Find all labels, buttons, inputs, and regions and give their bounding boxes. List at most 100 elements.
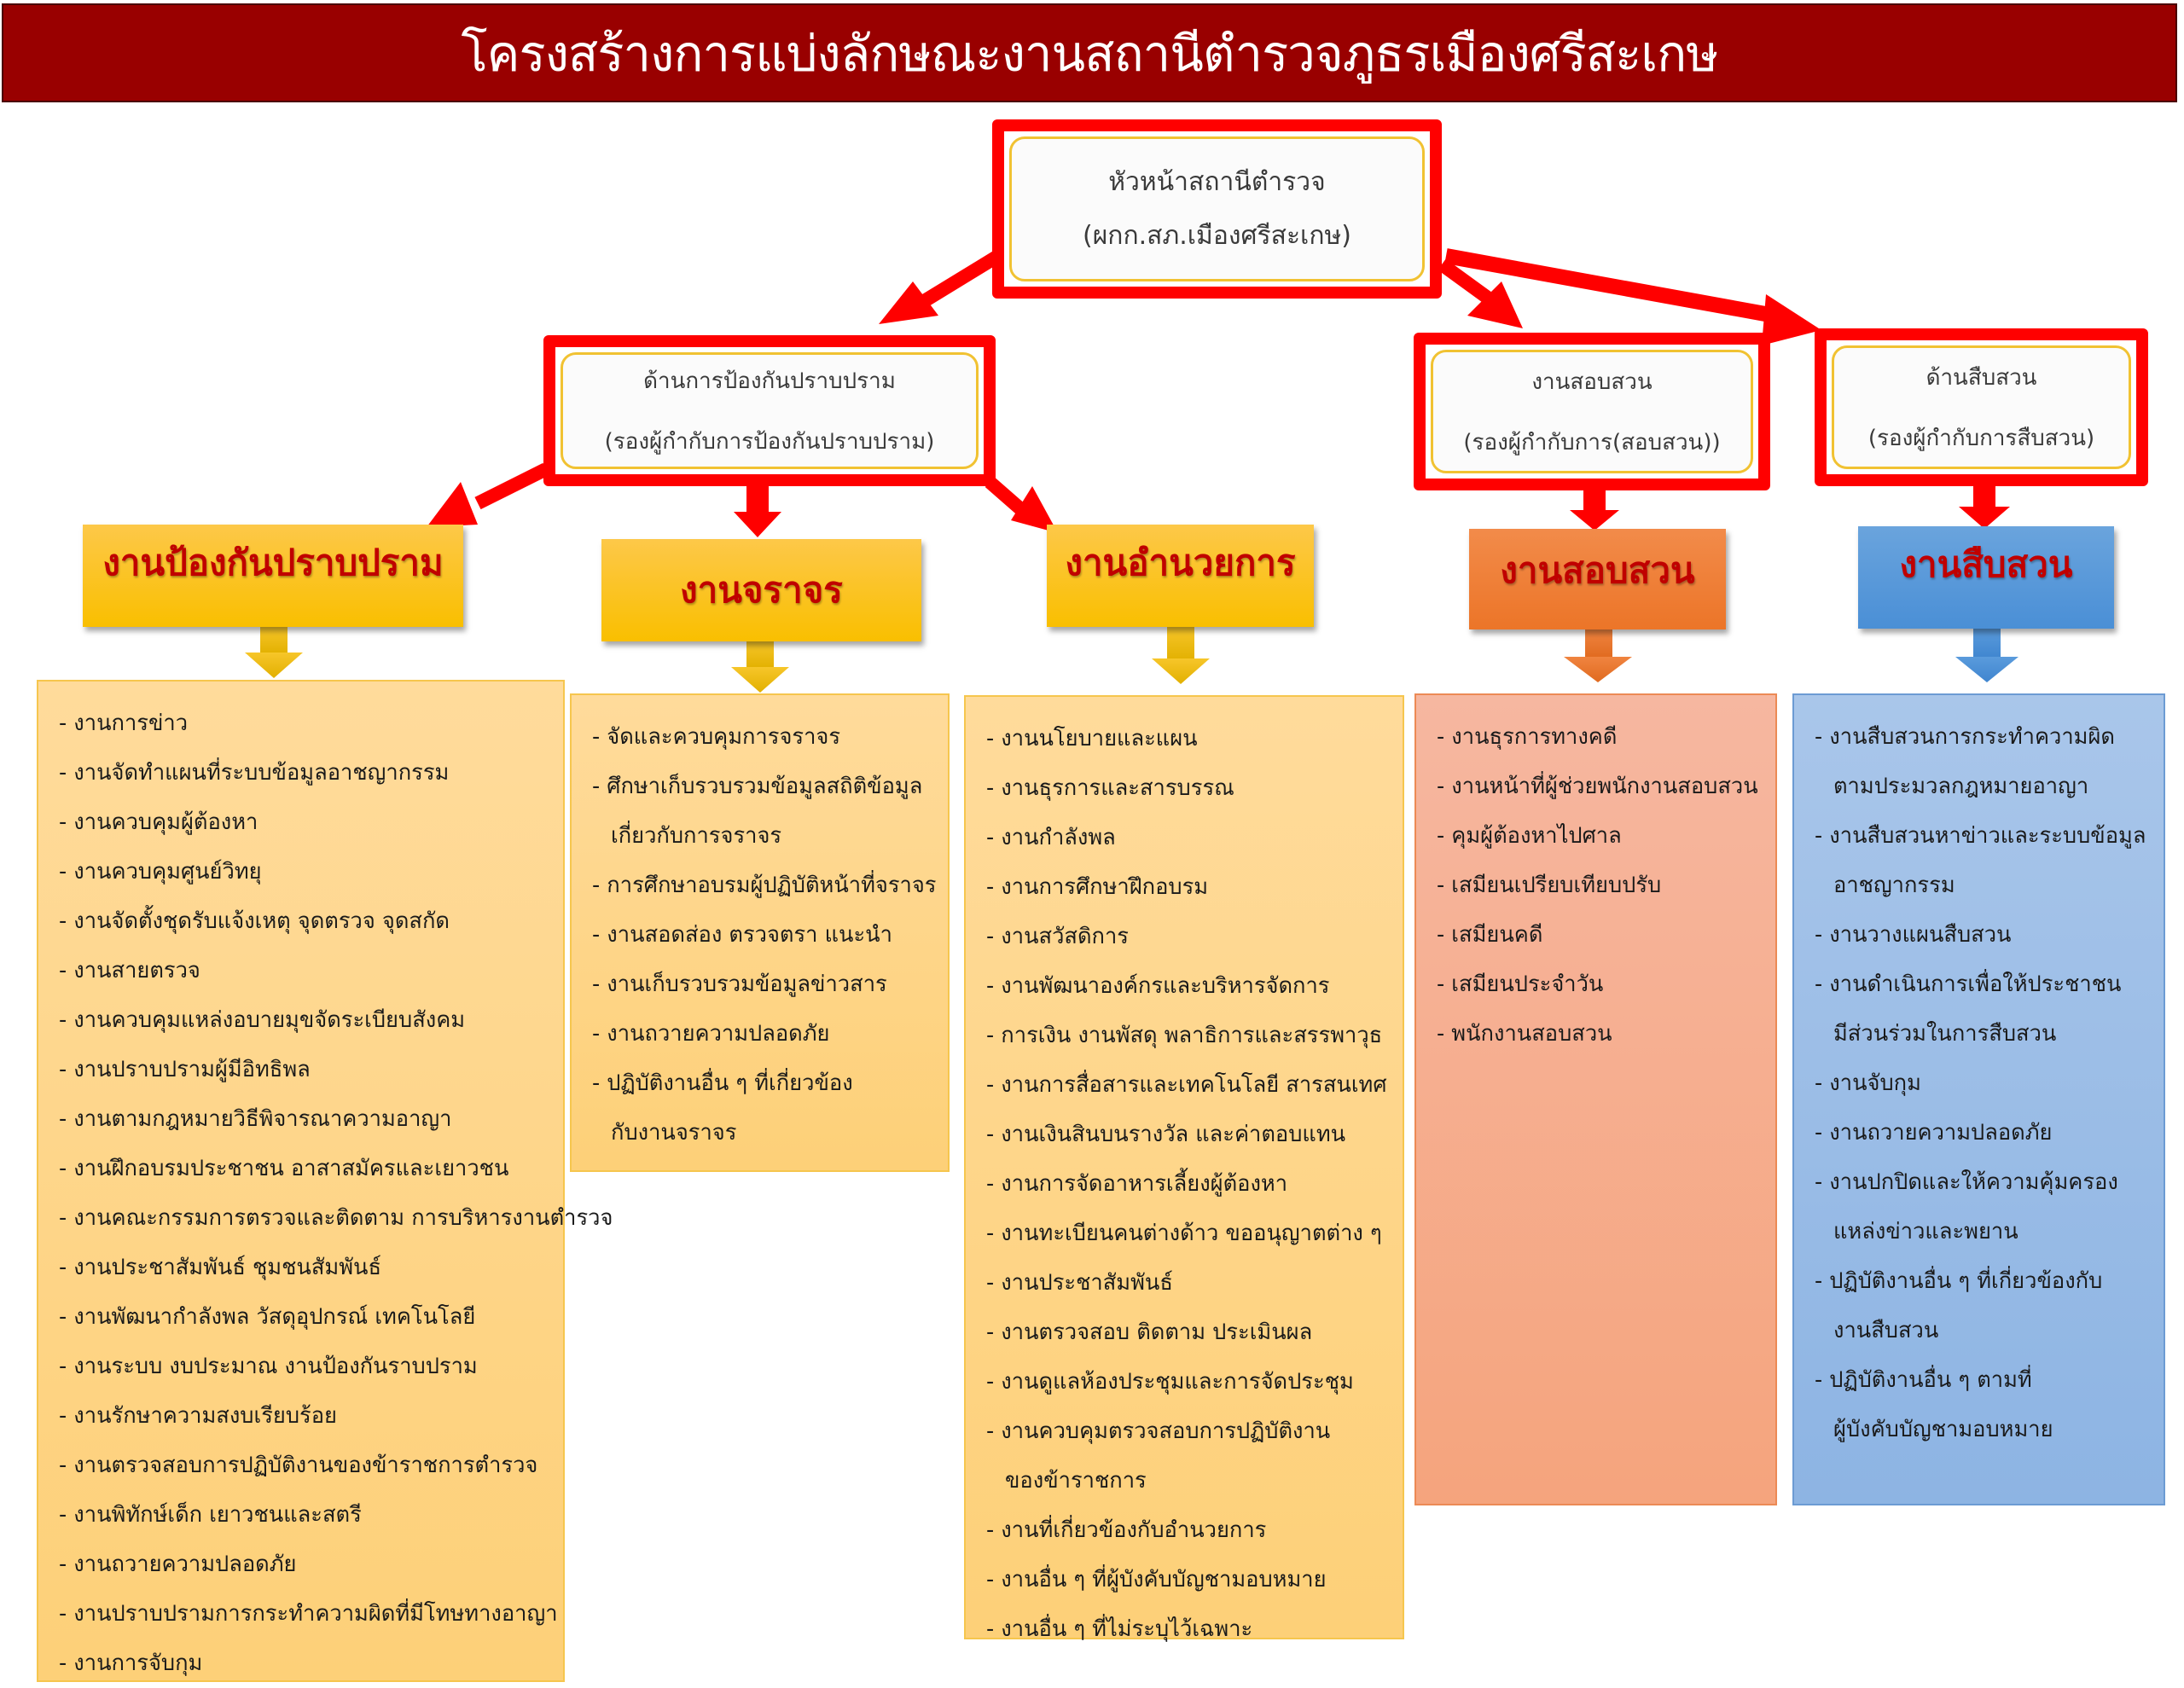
task-item: - เสมียนคดี (1437, 922, 1543, 948)
arrow-unit5-down (1955, 629, 2018, 682)
arrow-head-to-investigation (1444, 248, 1821, 345)
task-item: - งานปราบปรามการกระทำความผิดที่มีโทษทางอ… (59, 1601, 558, 1627)
task-item: - เสมียนเปรียบเทียบปรับ (1437, 873, 1662, 898)
task-item: - งานปราบปรามผู้มีอิทธิพล (59, 1057, 311, 1082)
task-item: - งานควบคุมศูนย์วิทยุ (59, 859, 262, 885)
task-item: - งานถวายความปลอดภัย (592, 1021, 830, 1047)
task-item: - งานนโยบายและแผน (986, 726, 1198, 751)
deputy-investigation-title: ด้านสืบสวน (1926, 364, 2037, 391)
deputy-investigation-subtitle: (รองผู้กำกับการสืบสวน) (1867, 425, 2095, 451)
deputy-prevention-title: ด้านการป้องกันปราบปราม (643, 368, 896, 394)
task-list-administration: - งานนโยบายและแผน - งานธุรการและสารบรรณ - … (964, 695, 1404, 1642)
task-item: - คุมผู้ต้องหาไปศาล (1437, 823, 1622, 849)
deputy-prevention-inner: ด้านการป้องกันปราบปราม (รองผู้กำกับการป้… (561, 352, 979, 469)
deputy-inquiry-box: งานสอบสวน (รองผู้กำกับการ(สอบสวน)) (1414, 333, 1770, 490)
task-item: - เสมียนประจำวัน (1437, 972, 1604, 997)
task-item: - พนักงานสอบสวน (1437, 1021, 1612, 1047)
unit-header-prevention: งานป้องกันปราบปราม (83, 525, 463, 627)
task-item: - ศึกษาเก็บรวบรวมข้อมูลสถิติข้อมูล (592, 774, 923, 799)
task-item: - งานควบคุมตรวจสอบการปฏิบัติงาน (986, 1418, 1331, 1444)
arrow-head-to-inquiry (1438, 258, 1523, 328)
task-item: ผู้บังคับบัญชามอบหมาย (1833, 1417, 2053, 1442)
task-item: - งานจัดทำแผนที่ระบบข้อมูลอาชญากรรม (59, 760, 450, 786)
task-item: - งานรักษาความสงบเรียบร้อย (59, 1403, 337, 1429)
task-item: - งานการจับกุม (59, 1650, 203, 1676)
task-item: - งานสืบสวนหาข่าวและระบบข้อมูล (1815, 823, 2146, 849)
unit-header-label: งานจราจร (680, 569, 843, 611)
deputy-inquiry-inner: งานสอบสวน (รองผู้กำกับการ(สอบสวน)) (1431, 350, 1753, 473)
task-item: - งานตรวจสอบ ติดตาม ประเมินผล (986, 1320, 1313, 1345)
page-title-bar: โครงสร้างการแบ่งลักษณะงานสถานีตำรวจภูธรเ… (2, 3, 2177, 102)
task-item: - งานจับกุม (1815, 1070, 1921, 1096)
task-item: - งานธุรการทางคดี (1437, 724, 1618, 750)
task-item: - งานวางแผนสืบสวน (1815, 922, 2012, 948)
deputy-prevention-subtitle: (รองผู้กำกับการป้องกันปราบปราม) (604, 428, 935, 455)
head-of-station-inner: หัวหน้าสถานีตำรวจ (ผกก.สภ.เมืองศรีสะเกษ) (1009, 136, 1425, 281)
task-item: - งานจัดตั้งชุดรับแจ้งเหตุ จุดตรวจ จุดสก… (59, 908, 450, 934)
task-item: - งานดูแลห้องประชุมและการจัดประชุม (986, 1369, 1354, 1395)
task-item: - งานควบคุมแหล่งอบายมุขจัดระเบียบสังคม (59, 1007, 466, 1033)
task-item: มีส่วนร่วมในการสืบสวน (1833, 1021, 2057, 1047)
unit-header-label: งานอำนวยการ (1065, 542, 1296, 583)
task-item: - งานฝึกอบรมประชาชน อาสาสมัครและเยาวชน (59, 1156, 509, 1181)
task-item: - ปฏิบัติงานอื่น ๆ ตามที่ (1815, 1367, 2032, 1393)
task-item: - งานสวัสดิการ (986, 924, 1129, 949)
task-item: แหล่งข่าวและพยาน (1833, 1219, 2018, 1244)
unit-header-inquiry: งานสอบสวน (1469, 529, 1726, 629)
unit-header-label: งานสืบสวน (1899, 543, 2073, 585)
task-item: - งานการจัดอาหารเลี้ยงผู้ต้องหา (986, 1171, 1288, 1197)
task-item: เกี่ยวกับการจราจร (611, 823, 782, 849)
task-list-inquiry: - งานธุรการทางคดี - งานหน้าที่ผู้ช่วยพนัก… (1414, 693, 1777, 1505)
task-item: - ปฏิบัติงานอื่น ๆ ที่เกี่ยวข้อง (592, 1070, 853, 1096)
task-item: - งานประชาสัมพันธ์ (986, 1270, 1173, 1296)
unit-header-administration: งานอำนวยการ (1047, 525, 1314, 627)
arrow-investigation-to-unit5 (1959, 482, 2010, 529)
arrow-unit4-down (1564, 629, 1632, 682)
arrow-prevention-to-unit2 (734, 486, 781, 537)
task-item: ของข้าราชการ (1005, 1468, 1147, 1494)
arrow-head-to-prevention (879, 250, 1002, 324)
task-item: - งานสอดส่อง ตรวจตรา แนะนำ (592, 922, 892, 948)
task-item: - งานสืบสวนการกระทำความผิด (1815, 724, 2115, 750)
page-title: โครงสร้างการแบ่งลักษณะงานสถานีตำรวจภูธรเ… (461, 24, 1719, 83)
task-item: กับงานจราจร (611, 1120, 737, 1146)
task-item: - งานประชาสัมพันธ์ ชุมชนสัมพันธ์ (59, 1255, 382, 1280)
task-item: - งานปกปิดและให้ความคุ้มครอง (1815, 1169, 2118, 1195)
task-item: - งานควบคุมผู้ต้องหา (59, 809, 258, 835)
head-title: หัวหน้าสถานีตำรวจ (1108, 167, 1326, 197)
task-item: - งานการสื่อสารและเทคโนโลยี สารสนเทศ (986, 1072, 1387, 1098)
unit-header-label: งานสอบสวน (1500, 549, 1695, 591)
task-item: - งานคณะกรรมการตรวจและติดตาม การบริหารงา… (59, 1205, 613, 1231)
task-item: - งานธุรการและสารบรรณ (986, 775, 1234, 801)
arrow-prevention-to-unit1 (427, 462, 549, 527)
task-item: - งานตามกฎหมายวิธีพิจารณาความอาญา (59, 1106, 452, 1132)
arrow-prevention-to-unit3 (985, 476, 1058, 533)
deputy-investigation-box: ด้านสืบสวน (รองผู้กำกับการสืบสวน) (1815, 328, 2148, 486)
task-item: - งานพัฒนากำลังพล วัสดุอุปกรณ์ เทคโนโลยี (59, 1304, 476, 1330)
task-item: งานสืบสวน (1833, 1318, 1939, 1343)
task-item: - จัดและควบคุมการจราจร (592, 724, 841, 750)
arrow-unit1-down (245, 627, 303, 678)
task-item: - งานอื่น ๆ ที่ผู้บังคับบัญชามอบหมาย (986, 1567, 1327, 1592)
deputy-inquiry-title: งานสอบสวน (1531, 368, 1653, 395)
task-item: - งานดำเนินการเพื่อให้ประชาชน (1815, 972, 2122, 997)
arrow-unit2-down (731, 641, 789, 693)
deputy-investigation-inner: ด้านสืบสวน (รองผู้กำกับการสืบสวน) (1832, 345, 2131, 469)
arrow-inquiry-to-unit4 (1570, 486, 1619, 531)
task-item: - งานอื่น ๆ ที่ไม่ระบุไว้เฉพาะ (986, 1616, 1253, 1642)
arrow-unit3-down (1152, 627, 1210, 684)
task-item: - งานการข่าว (59, 711, 189, 736)
task-item: - งานพิทักษ์เด็ก เยาวชนและสตรี (59, 1502, 362, 1528)
head-subtitle: (ผกก.สภ.เมืองศรีสะเกษ) (1083, 221, 1351, 251)
task-item: - การเงิน งานพัสดุ พลาธิการและสรรพาวุธ (986, 1023, 1383, 1048)
task-item: - การศึกษาอบรมผู้ปฏิบัติหน้าที่จราจร (592, 873, 937, 898)
head-of-station-box: หัวหน้าสถานีตำรวจ (ผกก.สภ.เมืองศรีสะเกษ) (992, 119, 1442, 299)
task-item: - งานเงินสินบนรางวัล และค่าตอบแทน (986, 1122, 1346, 1147)
task-list-traffic: - จัดและควบคุมการจราจร - ศึกษาเก็บรวบรวมข… (570, 693, 950, 1172)
task-item: - งานเก็บรวบรวมข้อมูลข่าวสาร (592, 972, 887, 997)
task-item: - งานพัฒนาองค์กรและบริหารจัดการ (986, 973, 1330, 999)
task-item: - งานหน้าที่ผู้ช่วยพนักงานสอบสวน (1437, 774, 1758, 799)
task-item: - งานตรวจสอบการปฏิบัติงานของข้าราชการตำร… (59, 1453, 538, 1478)
task-item: - งานถวายความปลอดภัย (59, 1552, 297, 1577)
